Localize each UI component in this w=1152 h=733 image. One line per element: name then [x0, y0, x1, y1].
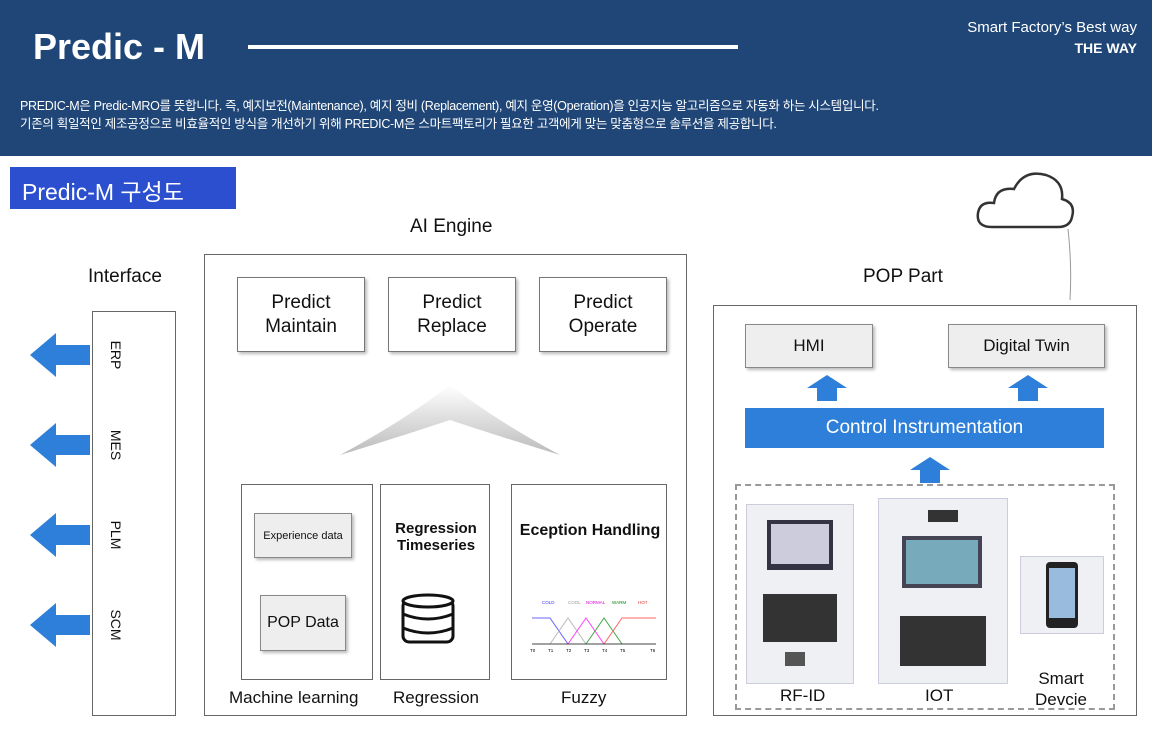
rfid-device-image	[746, 504, 854, 684]
tick-t6: T6	[650, 648, 656, 653]
regression-box	[380, 484, 490, 680]
predict-maintain: Predict Maintain	[237, 277, 365, 352]
left-arrow-icon	[30, 513, 90, 557]
interface-item: MES	[108, 429, 124, 461]
tagline-sub: THE WAY	[1074, 40, 1138, 56]
legend-cool: COOL	[568, 600, 581, 605]
control-instrumentation: Control Instrumentation	[745, 408, 1104, 448]
fuzzy-title: Eception Handling	[519, 522, 661, 539]
digital-twin-box: Digital Twin	[948, 324, 1105, 368]
up-arrow-icon	[910, 457, 950, 483]
arch-icon	[340, 385, 560, 455]
hmi-box: HMI	[745, 324, 873, 368]
database-icon	[401, 593, 455, 644]
desc-line-2: 기존의 획일적인 제조공정으로 비효율적인 방식을 개선하기 위해 PREDIC…	[20, 117, 777, 131]
tick-t2: T2	[566, 648, 572, 653]
tick-t1: T1	[548, 648, 554, 653]
interface-item: ERP	[108, 340, 124, 370]
interface-box	[92, 311, 176, 716]
cloud-icon	[976, 172, 1075, 301]
interface-item: PLM	[108, 520, 124, 550]
tick-t0: T0	[530, 648, 536, 653]
up-arrow-icon	[807, 375, 847, 401]
page-title: Predic - M	[33, 26, 206, 67]
fuzzy-box	[511, 484, 667, 680]
predict-replace: Predict Replace	[388, 277, 516, 352]
tick-t4: T4	[602, 648, 608, 653]
up-arrow-icon	[1008, 375, 1048, 401]
pop-title: POP Part	[863, 266, 943, 287]
desc-line-1: PREDIC-M은 Predic-MRO를 뜻합니다. 즉, 예지보전(Main…	[20, 99, 879, 113]
iot-label: IOT	[925, 686, 954, 705]
smart-device-label: Smart Devcie	[1035, 669, 1087, 709]
fuzzy-membership-chart: COLD COOL NORMAL WARM HOT T0 T1 T2 T3 T4 T5 T6…	[530, 600, 656, 653]
left-arrow-icon	[30, 333, 90, 377]
experience-data: Experience data	[254, 513, 352, 558]
left-arrow-icon	[30, 423, 90, 467]
iot-device-image	[878, 498, 1008, 684]
header-banner	[0, 0, 1152, 156]
tagline-text: Smart Factory’s Best way	[967, 19, 1137, 36]
ml-label: Machine learning	[229, 688, 359, 707]
legend-normal: NORMAL	[586, 600, 606, 605]
regression-title: Regression Timeseries	[395, 520, 477, 554]
legend-hot: HOT	[638, 600, 648, 605]
rfid-label: RF-ID	[780, 686, 826, 705]
fuzzy-label: Fuzzy	[561, 688, 607, 707]
regression-label: Regression	[393, 688, 479, 707]
legend-warm: WARM	[612, 600, 626, 605]
interface-title: Interface	[88, 266, 162, 287]
description: PREDIC-M은 Predic-MRO를 뜻합니다. 즉, 예지보전(Main…	[20, 97, 879, 133]
ai-engine-title: AI Engine	[410, 216, 493, 237]
tick-t5: T5	[620, 648, 626, 653]
devices-box	[735, 484, 1115, 710]
title-divider	[248, 45, 738, 49]
tick-t3: T3	[584, 648, 590, 653]
interface-item: SCM	[108, 609, 124, 641]
predict-operate: Predict Operate	[539, 277, 667, 352]
legend-cold: COLD	[542, 600, 555, 605]
smartphone-image	[1020, 556, 1104, 634]
section-title: Predic-M 구성도	[10, 167, 236, 209]
left-arrow-icon	[30, 603, 90, 647]
pop-data: POP Data	[260, 595, 346, 651]
